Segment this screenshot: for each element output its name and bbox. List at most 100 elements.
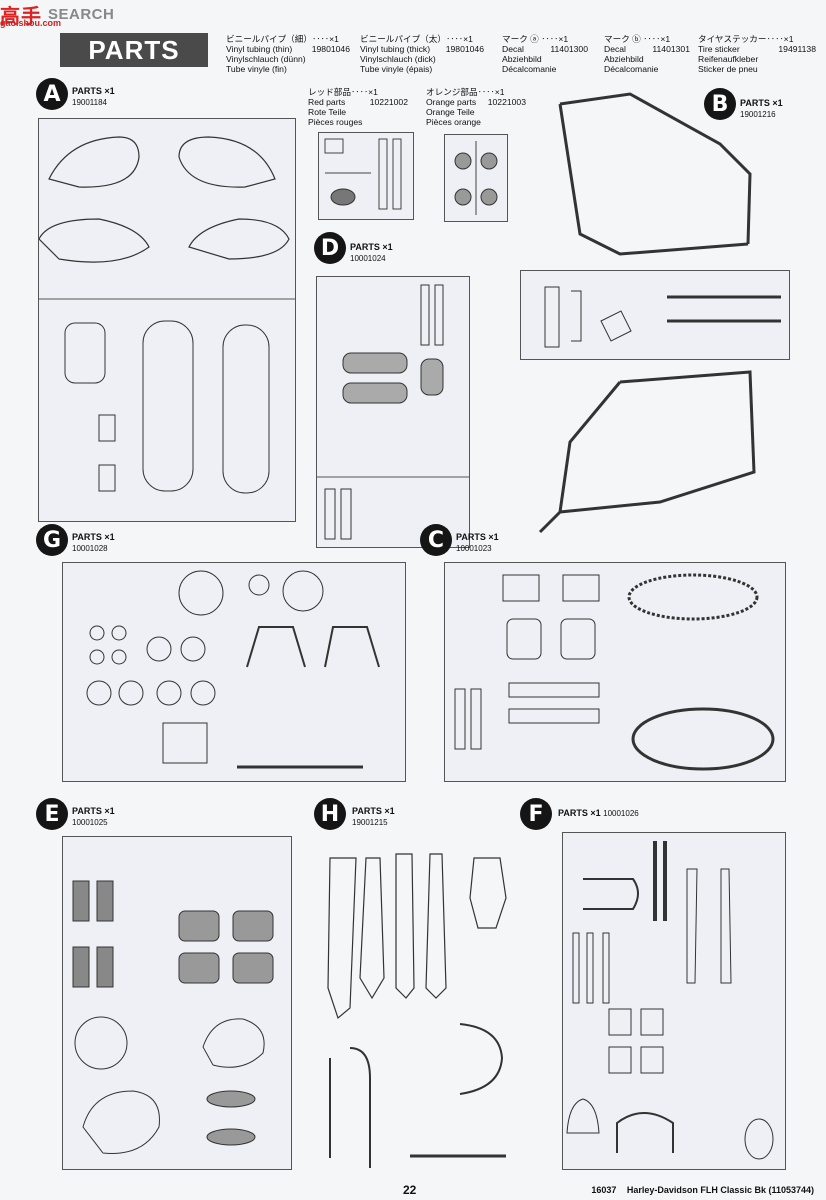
legend-de: Reifenaufkleber: [698, 54, 759, 64]
sprue-code: 19001184: [72, 98, 107, 107]
sprue-c-badge: C: [420, 524, 452, 556]
sprue-d-badge: D: [314, 232, 346, 264]
legend-en: Orange parts: [426, 97, 477, 107]
orange-parts-runner: [444, 134, 508, 222]
legend-fr: Pièces rouges: [308, 117, 363, 127]
kit-footer: 16037 Harley-Davidson FLH Classic Bk (11…: [591, 1185, 814, 1195]
sprue-e-badge: E: [36, 798, 68, 830]
sprue-b-drawing: [544, 286, 781, 348]
legend-code: 11401300: [550, 44, 588, 54]
sprue-label: PARTS ×1: [350, 242, 393, 252]
legend-jp: マーク ⓑ ‥‥×1: [604, 34, 671, 44]
legend-tire-sticker: タイヤステッカー‥‥×1 Tire sticker 19491138 Reifen…: [698, 34, 816, 74]
legend-de: Vinylschlauch (dünn): [226, 54, 306, 64]
watermark-site: gao.shou.com: [0, 18, 62, 28]
sprue-a-badge: A: [36, 78, 68, 110]
page-title: PARTS: [60, 33, 208, 67]
legend-orange-parts: オレンジ部品‥‥×1 Orange parts 10221003 Orange T…: [426, 87, 526, 127]
legend-code: 10221003: [487, 97, 526, 107]
legend-fr: Décalcomanie: [502, 64, 557, 74]
sprue-h-title: PARTS ×1 19001215: [352, 806, 395, 828]
sprue-b-badge: B: [704, 88, 736, 120]
legend-code: 10221002: [369, 97, 408, 107]
legend-en: Red parts: [308, 97, 346, 107]
sprue-a-runner: [38, 118, 296, 522]
legend-red-parts: レッド部品‥‥×1 Red parts 10221002 Rote Teile P…: [308, 87, 408, 127]
sprue-code: 19001215: [352, 818, 388, 827]
legend-fr: Sticker de pneu: [698, 64, 758, 74]
legend-vinyl-thick: ビニールパイプ（太）‥‥×1 Vinyl tubing (thick)19801…: [360, 34, 484, 74]
legend-jp: ビニールパイプ（太）‥‥×1: [360, 34, 473, 44]
legend-fr: Décalcomanie: [604, 64, 659, 74]
sprue-g-drawing: [86, 570, 380, 769]
legend-code: 11401301: [652, 44, 690, 54]
sprue-f-title: PARTS ×1 10001026: [558, 808, 639, 819]
sprue-f-drawing: [566, 841, 774, 1160]
page-number: 22: [403, 1183, 417, 1197]
sprue-c-runner: [444, 562, 786, 782]
sprue-code: 10001024: [350, 254, 386, 263]
sprue-f-badge: F: [520, 798, 552, 830]
frame-lower-drawing: [538, 370, 756, 534]
legend-jp: オレンジ部品‥‥×1: [426, 87, 505, 97]
sprue-d-title: PARTS ×1 10001024: [350, 242, 393, 264]
red-parts-drawing: [324, 138, 402, 210]
sprue-label: PARTS ×1: [72, 86, 115, 96]
legend-decal-b: マーク ⓑ ‥‥×1 Decal 11401301 Abziehbild Déca…: [604, 34, 690, 74]
sprue-code: 10001028: [72, 544, 108, 553]
sprue-h-badge: H: [314, 798, 346, 830]
sprue-code: 10001025: [72, 818, 108, 827]
legend-de: Vinylschlauch (dick): [360, 54, 436, 64]
legend-de: Rote Teile: [308, 107, 347, 117]
sprue-g-title: PARTS ×1 10001028: [72, 532, 115, 554]
sprue-label: PARTS ×1: [72, 532, 115, 542]
sprue-e-title: PARTS ×1 10001025: [72, 806, 115, 828]
legend-en: Decal: [502, 44, 524, 54]
sprue-a-title: PARTS ×1 19001184: [72, 86, 115, 108]
sprue-g-runner: [62, 562, 406, 782]
sprue-code: 19001216: [740, 110, 776, 119]
sprue-label: PARTS ×1: [72, 806, 115, 816]
legend-jp: マーク ⓐ ‥‥×1: [502, 34, 569, 44]
sprue-code: 10001023: [456, 544, 492, 553]
sprue-label: PARTS ×1: [740, 98, 783, 108]
legend-jp: レッド部品‥‥×1: [308, 87, 378, 97]
watermark-brand: SEARCH: [48, 5, 115, 23]
legend-jp: タイヤステッカー‥‥×1: [698, 34, 794, 44]
sprue-label: PARTS ×1: [456, 532, 499, 542]
legend-de: Abziehbild: [502, 54, 542, 64]
orange-parts-drawing: [454, 141, 498, 215]
legend-fr: Tube vinyle (épais): [360, 64, 433, 74]
legend-en: Vinyl tubing (thick): [360, 44, 431, 54]
sprue-b-runner: [520, 270, 790, 360]
frame-upper-drawing: [558, 92, 752, 256]
legend-fr: Tube vinyle (fin): [226, 64, 287, 74]
sprue-c-title: PARTS ×1 10001023: [456, 532, 499, 554]
legend-jp: ビニールパイプ（細）‥‥×1: [226, 34, 339, 44]
sprue-label: PARTS ×1: [558, 808, 601, 818]
sprue-d-runner: [316, 276, 470, 548]
sprue-code: 10001026: [603, 809, 639, 818]
kit-name: Harley-Davidson FLH Classic Bk (11053744…: [626, 1185, 814, 1195]
sprue-label: PARTS ×1: [352, 806, 395, 816]
sprue-d-drawing: [317, 284, 469, 540]
watermark-logo: 高手: [0, 3, 42, 28]
legend-code: 19491138: [778, 44, 816, 54]
legend-en: Vinyl tubing (thin): [226, 44, 293, 54]
legend-vinyl-thin: ビニールパイプ（細）‥‥×1 Vinyl tubing (thin) 198010…: [226, 34, 350, 74]
legend-de: Orange Teile: [426, 107, 475, 117]
legend-de: Abziehbild: [604, 54, 644, 64]
legend-en: Decal: [604, 44, 626, 54]
sprue-f-runner: [562, 832, 786, 1170]
sprue-c-drawing: [454, 573, 775, 771]
sprue-b-title: PARTS ×1 19001216: [740, 98, 783, 120]
red-parts-runner: [318, 132, 414, 220]
sprue-a-drawing: [39, 136, 295, 494]
sprue-g-badge: G: [36, 524, 68, 556]
watermark: 高手 SEARCH gao.shou.com: [0, 0, 115, 29]
sprue-e-drawing: [72, 880, 274, 1154]
legend-en: Tire sticker: [698, 44, 740, 54]
legend-fr: Pièces orange: [426, 117, 481, 127]
legend-code: 19801046: [311, 44, 350, 54]
sprue-e-runner: [62, 836, 292, 1170]
